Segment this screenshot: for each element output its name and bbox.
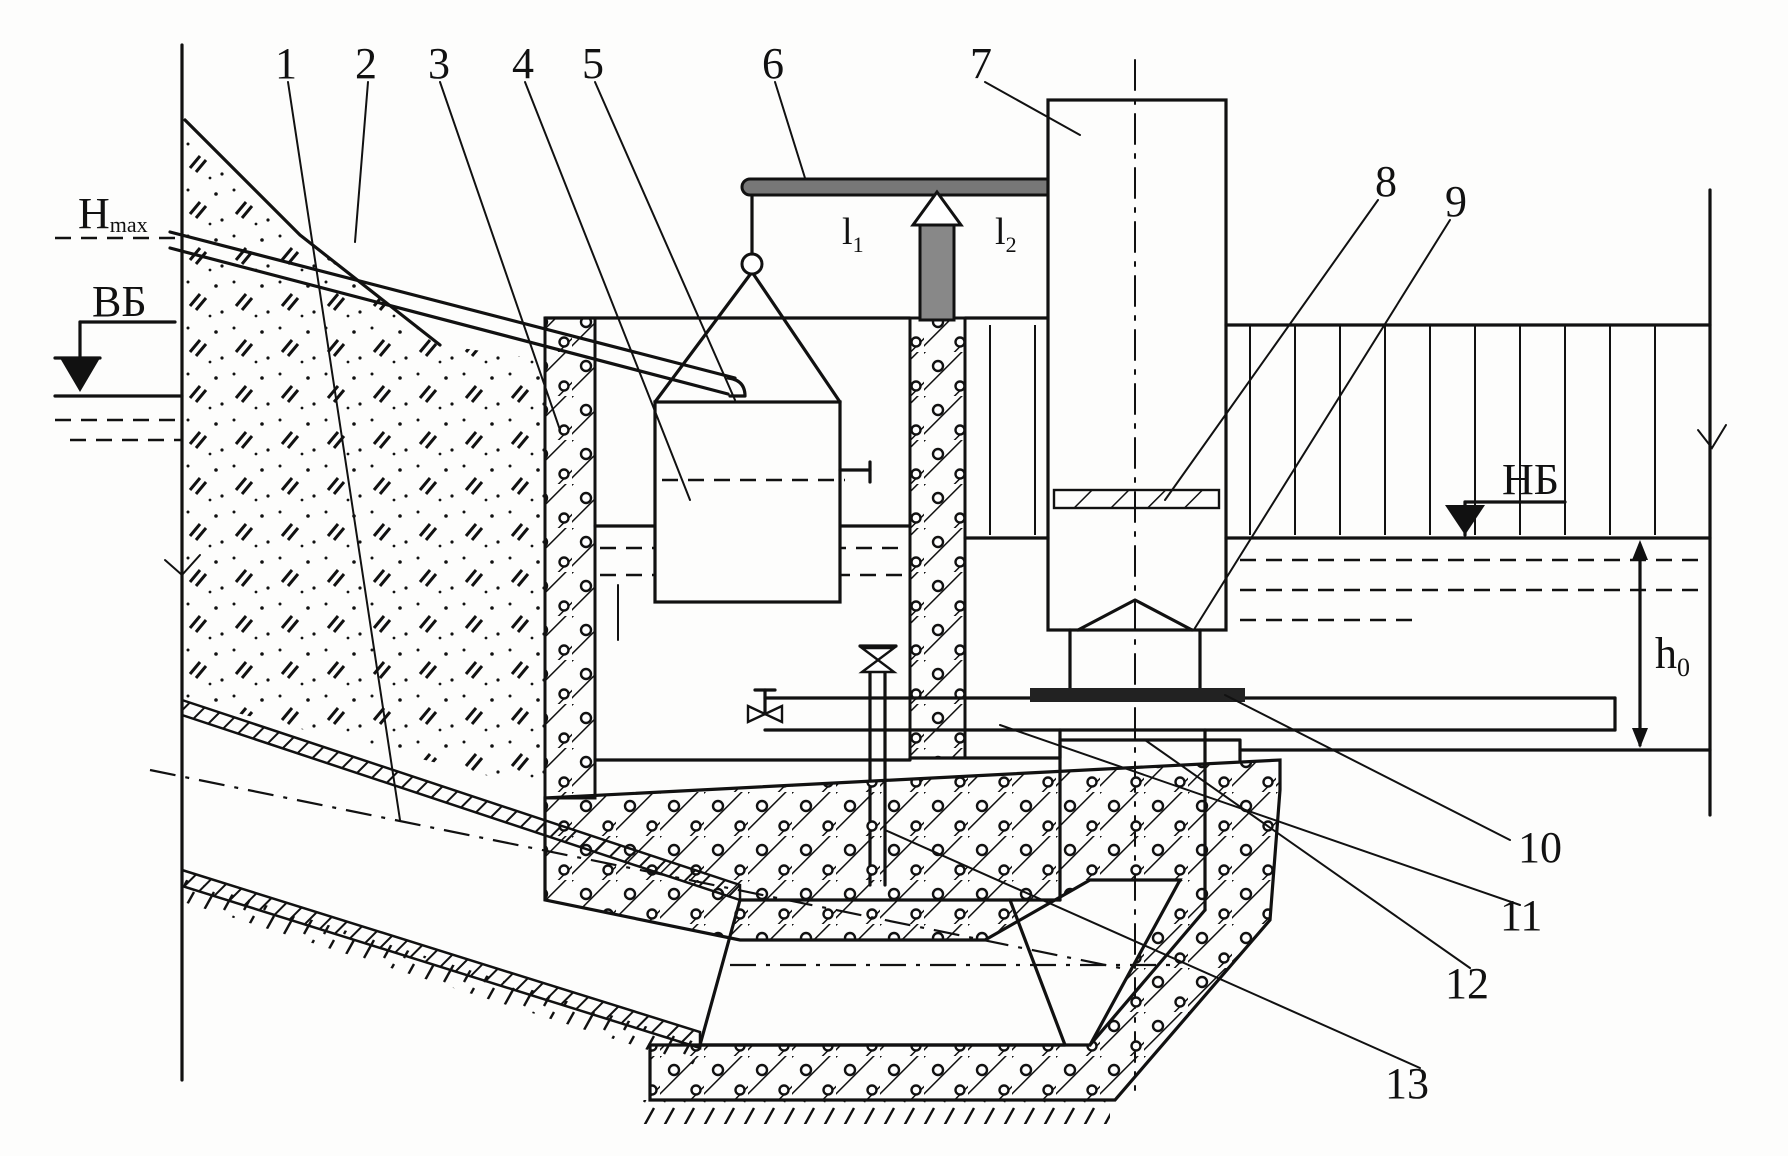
- lever-arm-l2-label: l2: [995, 211, 1017, 257]
- callout-2: 2: [355, 39, 377, 88]
- callout-11: 11: [1500, 891, 1542, 940]
- level-labels: Hmax ВБ НБ h0 l1 l2: [78, 189, 1690, 682]
- hmax-label: Hmax: [78, 189, 148, 238]
- callout-13: 13: [1385, 1059, 1429, 1108]
- valve-left: [746, 688, 784, 724]
- upstream-water: [53, 320, 184, 442]
- outlet-chamber: [698, 728, 1207, 1047]
- well-walls: [543, 316, 1052, 800]
- seal-plate: [1030, 688, 1245, 702]
- callout-5: 5: [582, 39, 604, 88]
- downstream-wall-ribs: [989, 325, 1656, 535]
- callout-1: 1: [275, 39, 297, 88]
- earth-dam-body: [183, 118, 545, 790]
- upstream-level-label: ВБ: [92, 277, 147, 326]
- downstream-structure: [963, 188, 1727, 817]
- callout-3: 3: [428, 39, 450, 88]
- callout-4: 4: [512, 39, 534, 88]
- gate-housing: [1046, 59, 1228, 1091]
- inlet-pipe: [168, 230, 747, 398]
- break-mark-left: [164, 554, 201, 577]
- downstream-level-label: НБ: [1502, 455, 1559, 504]
- upstream-level-marker: [60, 358, 100, 392]
- outlet-pipe: [763, 688, 1617, 732]
- callout-6: 6: [762, 39, 784, 88]
- callout-labels: 1 2 3 4 5 6 7 8 9 10 11 12 13: [275, 39, 1562, 1108]
- lever-arm-l1-label: l1: [842, 211, 864, 257]
- callout-10: 10: [1518, 823, 1562, 872]
- callout-8: 8: [1375, 157, 1397, 206]
- callout-12: 12: [1445, 959, 1489, 1008]
- break-mark-right: [1697, 424, 1727, 450]
- callout-9: 9: [1445, 177, 1467, 226]
- callout-7: 7: [970, 39, 992, 88]
- float-box: [653, 193, 872, 604]
- depth-label: h0: [1655, 629, 1690, 682]
- downstream-level-marker: [1445, 505, 1485, 535]
- ground-hatching: [178, 879, 1110, 1124]
- callout-leaders: [287, 81, 1521, 1069]
